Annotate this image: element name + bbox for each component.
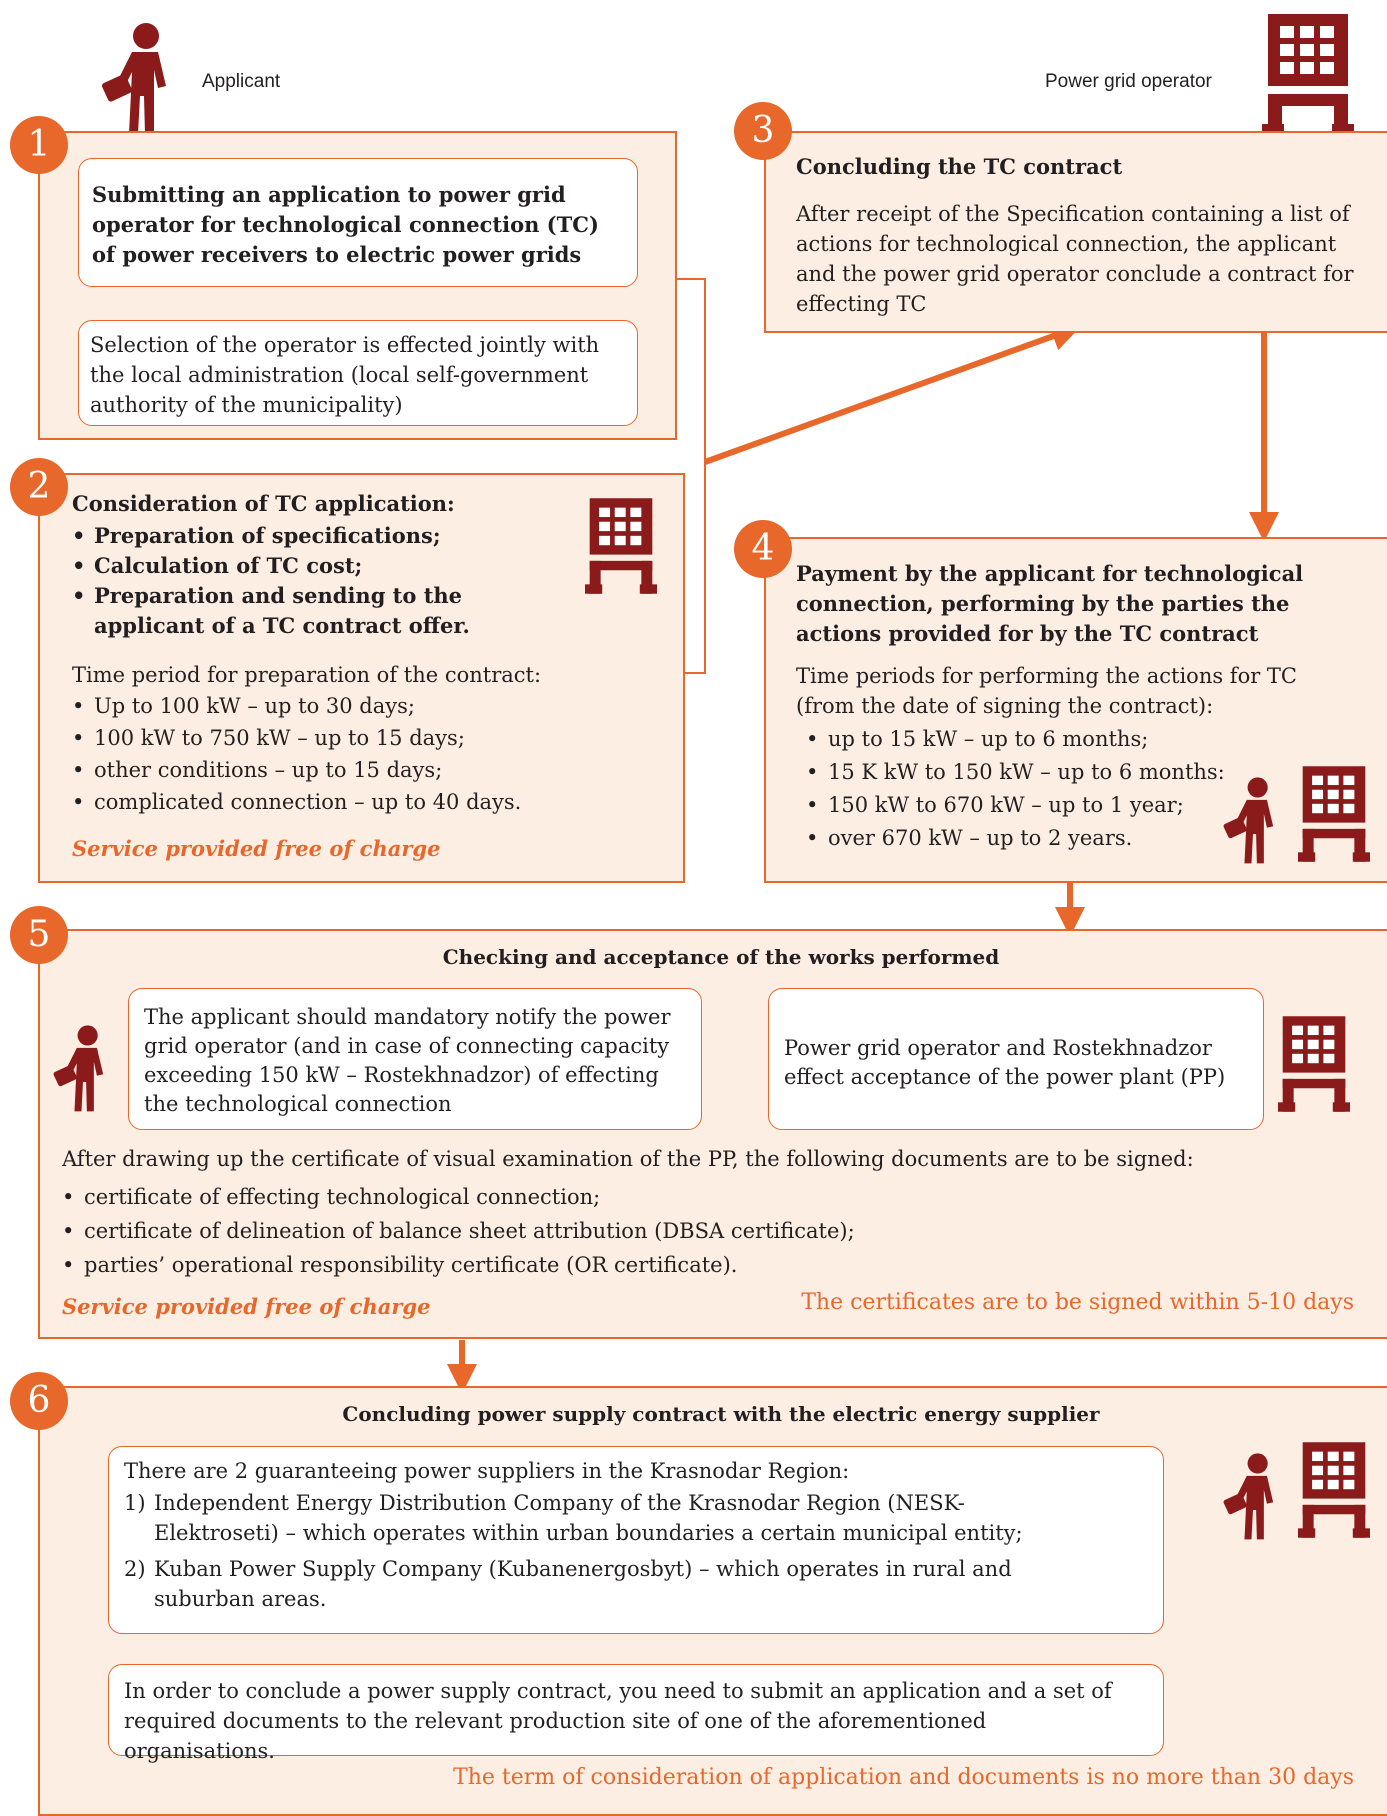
step5-free-note: Service provided free of charge: [62, 1294, 431, 1319]
list-item: Preparation and sending to the applicant…: [70, 581, 560, 641]
step6-title: Concluding power supply contract with th…: [342, 1402, 1100, 1426]
list-item: 2) Kuban Power Supply Company (Kubanenerg…: [124, 1554, 1084, 1614]
step6-suppliers-list: 1) Independent Energy Distribution Compan…: [124, 1488, 1084, 1614]
list-item: parties’ operational responsibility cert…: [60, 1248, 1360, 1282]
step1-note: Selection of the operator is effected jo…: [90, 333, 600, 417]
step1-title-box: [78, 158, 638, 287]
step5-title: Checking and acceptance of the works per…: [442, 945, 1000, 969]
list-item: Preparation of specifications;: [70, 521, 560, 551]
list-item-text: Kuban Power Supply Company (Kubanenergos…: [154, 1557, 1012, 1611]
step5-right-box: [768, 988, 1264, 1130]
list-item: certificate of effecting technological c…: [60, 1180, 1360, 1214]
bracket-steps-1-2: [677, 278, 706, 674]
step2-period-title: Time period for preparation of the contr…: [72, 663, 542, 687]
person-icon: [53, 1025, 104, 1112]
step5-intro: After drawing up the certificate of visu…: [62, 1147, 1194, 1171]
list-item: 1) Independent Energy Distribution Compan…: [124, 1488, 1084, 1548]
list-item: complicated connection – up to 40 days.: [70, 786, 630, 818]
step1-title: Submitting an application to power grid …: [92, 182, 599, 267]
list-item: Up to 100 kW – up to 30 days;: [70, 690, 630, 722]
step6-intro: There are 2 guaranteeing power suppliers…: [124, 1459, 850, 1483]
step6-number: 6: [10, 1372, 68, 1430]
step1-note-box: [78, 320, 638, 426]
list-item-text: Independent Energy Distribution Company …: [154, 1491, 1023, 1545]
building-icon: [1298, 766, 1370, 862]
step4-periods-list: up to 15 kW – up to 6 months; 15 K kW to…: [804, 723, 1264, 855]
step6-suppliers-box: [108, 1446, 1164, 1634]
building-icon: [1298, 1442, 1370, 1538]
list-item: over 670 kW – up to 2 years.: [804, 822, 1264, 855]
step1-number: 1: [10, 116, 68, 174]
step2-title: Consideration of TC application:: [72, 491, 455, 516]
person-icon: [1223, 777, 1274, 864]
building-icon: [1262, 14, 1354, 136]
building-icon: [1278, 1016, 1350, 1112]
step5-number: 5: [10, 906, 68, 964]
step2-number: 2: [10, 458, 68, 516]
list-item: 15 K kW to 150 kW – up to 6 months:: [804, 756, 1264, 789]
step6-instruction-box: [108, 1664, 1164, 1756]
list-item: Calculation of TC cost;: [70, 551, 560, 581]
step3-panel: [764, 131, 1387, 333]
list-item: other conditions – up to 15 days;: [70, 754, 630, 786]
step3-number: 3: [734, 102, 792, 160]
list-item-number: 2): [124, 1557, 146, 1581]
step4-number: 4: [734, 520, 792, 578]
step2-periods-list: Up to 100 kW – up to 30 days; 100 kW to …: [70, 690, 630, 818]
step4-period-title: Time periods for performing the actions …: [796, 664, 1297, 718]
list-item: 150 kW to 670 kW – up to 1 year;: [804, 789, 1264, 822]
person-icon: [1223, 1453, 1274, 1540]
step5-docs-list: certificate of effecting technological c…: [60, 1180, 1360, 1282]
person-icon: [101, 23, 166, 134]
step5-term: The certificates are to be signed within…: [801, 1290, 1354, 1315]
step3-text: After receipt of the Specification conta…: [796, 202, 1354, 316]
step5-right-text: Power grid operator and Rostekhnadzor ef…: [784, 1036, 1226, 1089]
list-item: 100 kW to 750 kW – up to 15 days;: [70, 722, 630, 754]
step2-actions-list: Preparation of specifications; Calculati…: [70, 521, 560, 641]
operator-label: Power grid operator: [1045, 71, 1212, 92]
step5-left-text: The applicant should mandatory notify th…: [144, 1005, 671, 1116]
step4-title: Payment by the applicant for technologic…: [796, 561, 1304, 646]
list-item: certificate of delineation of balance sh…: [60, 1214, 1360, 1248]
arrow-to-step3: [703, 322, 1082, 465]
step6-term: The term of consideration of application…: [453, 1765, 1354, 1790]
building-icon: [585, 498, 657, 594]
list-item: up to 15 kW – up to 6 months;: [804, 723, 1264, 756]
step2-free-note: Service provided free of charge: [72, 836, 441, 861]
list-item-number: 1): [124, 1491, 146, 1515]
step6-instruction: In order to conclude a power supply cont…: [124, 1679, 1112, 1763]
step5-left-box: [128, 988, 702, 1130]
applicant-label: Applicant: [202, 71, 281, 92]
step3-title: Concluding the TC contract: [796, 154, 1123, 179]
